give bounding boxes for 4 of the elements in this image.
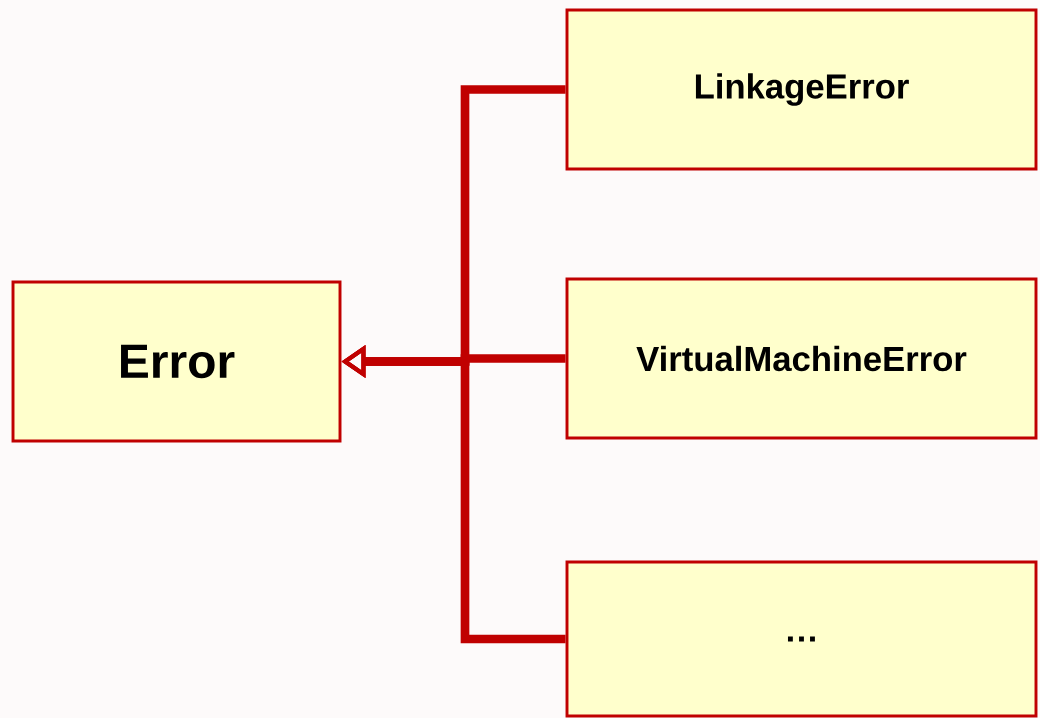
class-box: LinkageError <box>565 8 1038 171</box>
class-box: VirtualMachineError <box>565 277 1038 440</box>
class-box: Error <box>11 280 342 443</box>
class-box: … <box>565 560 1038 718</box>
